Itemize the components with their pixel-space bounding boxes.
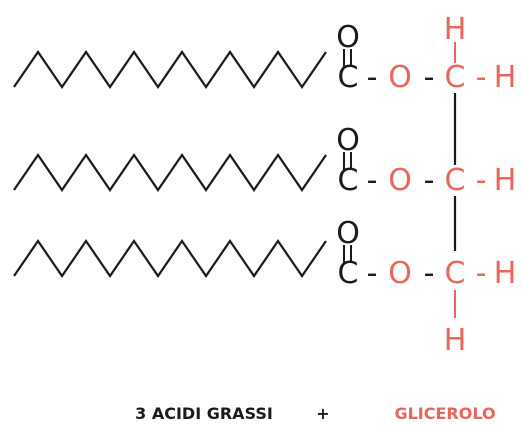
fatty-acid-chain-1 xyxy=(13,50,327,89)
caption-plus: + xyxy=(316,404,329,423)
ester-bond-oc-2: - xyxy=(424,163,435,198)
ester-oxygen-2: O xyxy=(388,163,412,198)
glycerol-carbon-3: C xyxy=(445,256,466,291)
carbonyl-carbon-2: C xyxy=(338,163,359,198)
ester-bond-oc-1: - xyxy=(424,60,435,95)
ester-bond-oc-3: - xyxy=(424,256,435,291)
carbonyl-oxygen-3: O xyxy=(336,216,360,251)
carbonyl-oxygen-1: O xyxy=(336,20,360,55)
glycerol-carbon-1: C xyxy=(445,60,466,95)
ester-bond-co-3: - xyxy=(367,256,378,291)
glycerol-bond-ch-2: - xyxy=(476,163,487,198)
ester-oxygen-1: O xyxy=(388,60,412,95)
ester-oxygen-3: O xyxy=(388,256,412,291)
fatty-acid-chain-2 xyxy=(13,153,327,192)
glycerol-hydrogen-3: H xyxy=(494,256,517,291)
glycerol-hydrogen-1: H xyxy=(494,60,517,95)
carbonyl-carbon-3: C xyxy=(338,256,359,291)
glycerol-carbon-2: C xyxy=(445,163,466,198)
carbonyl-oxygen-2: O xyxy=(336,123,360,158)
fatty-acid-chain-3 xyxy=(13,239,327,278)
carbonyl-carbon-1: C xyxy=(338,60,359,95)
ester-bond-co-1: - xyxy=(367,60,378,95)
glycerol-hydrogen-top: H xyxy=(444,12,467,47)
caption-fatty-acids: 3 ACIDI GRASSI xyxy=(135,404,273,423)
glycerol-bond-ch-3: - xyxy=(476,256,487,291)
caption-glycerol: GLICEROLO xyxy=(394,404,495,423)
glycerol-hydrogen-2: H xyxy=(494,163,517,198)
glycerol-hydrogen-bottom: H xyxy=(444,323,467,358)
glycerol-bond-ch-1: - xyxy=(476,60,487,95)
ester-bond-co-2: - xyxy=(367,163,378,198)
